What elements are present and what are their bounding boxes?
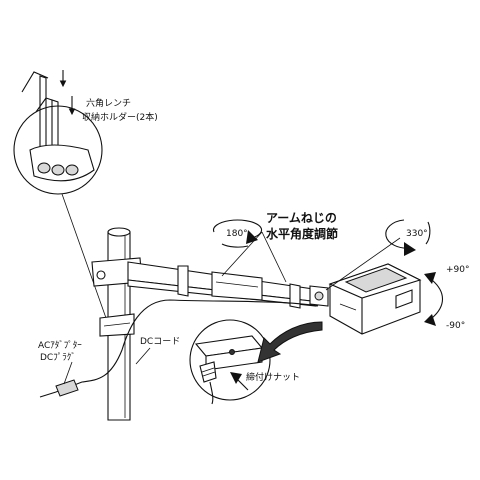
rot-330-label: 330° xyxy=(406,229,428,239)
holder-slot-3 xyxy=(65,164,79,176)
rotation-330-arrow xyxy=(385,219,431,256)
rotation-180-arrow xyxy=(212,219,263,248)
magnify-leader xyxy=(61,193,107,319)
arm-clamp-2 xyxy=(211,271,263,301)
tilt-up-label: +90° xyxy=(446,265,470,275)
arm-screw-label-2: 水平角度調節 xyxy=(266,226,338,241)
arm-clamp-1 xyxy=(177,265,189,297)
holder-label: 収納ホルダー(2本) xyxy=(82,111,158,123)
ac-adapter-leader xyxy=(63,361,73,385)
tightening-nut-label: 締付けナット xyxy=(246,371,300,383)
tilt-arrow xyxy=(424,272,444,326)
dc-cord-label: DCコード xyxy=(140,337,180,347)
hex-wrench-label: 六角レンチ xyxy=(86,97,131,109)
tilt-down-label: -90° xyxy=(446,321,465,331)
holder-on-pole xyxy=(99,313,135,337)
nut-detail-view xyxy=(189,319,271,405)
holder-magnified-view xyxy=(13,70,107,319)
device-box xyxy=(328,263,422,335)
dc-plug xyxy=(39,379,79,398)
rot-180-label: 180° xyxy=(226,229,248,239)
holder-slot-2 xyxy=(51,164,65,176)
hex-wrench-2-shaft xyxy=(51,99,59,153)
ac-adapter-label-2: DCﾌﾟﾗｸﾞ xyxy=(40,352,76,363)
leader-device-box xyxy=(325,237,401,291)
holder-slot-1 xyxy=(37,162,51,174)
horizontal-arm xyxy=(127,261,329,309)
detail-pointer-arrow xyxy=(257,321,323,363)
magnify-circle xyxy=(13,105,103,195)
leader-arm-screw-2 xyxy=(261,231,287,283)
hex-wrench-1-shaft xyxy=(39,75,47,151)
dc-cord-leader xyxy=(135,347,151,365)
arm-screw-label-1: アームねじの xyxy=(266,211,337,225)
ac-adapter-label-1: ACｱﾀﾞﾌﾟﾀｰ xyxy=(38,340,82,351)
hex-wrench-1 xyxy=(21,71,49,93)
holder-body xyxy=(29,144,95,182)
arm-clamp-3 xyxy=(289,283,301,309)
dc-cable xyxy=(55,299,319,393)
